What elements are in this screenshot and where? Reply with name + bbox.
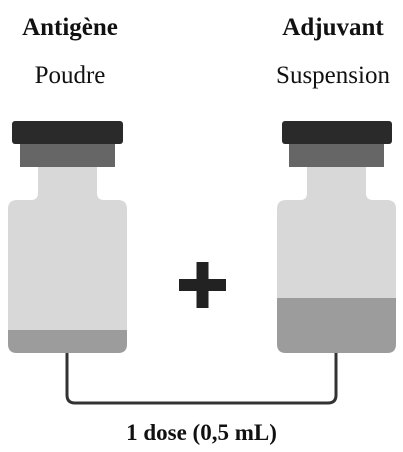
adjuvant-form-label: Suspension <box>276 62 390 89</box>
plus-icon <box>179 262 226 308</box>
antigen-vial-fill <box>8 330 127 353</box>
adjuvant-vial-fill <box>277 298 396 353</box>
antigen-vial-collar <box>20 144 115 167</box>
adjuvant-vial-collar <box>289 144 384 167</box>
dose-label: 1 dose (0,5 mL) <box>126 420 277 445</box>
antigen-vial-icon <box>8 121 127 353</box>
connector-line <box>65 350 338 405</box>
adjuvant-vial-icon <box>277 121 396 353</box>
antigen-vial-cap <box>12 121 123 144</box>
antigen-title: Antigène <box>22 14 118 41</box>
adjuvant-vial-cap <box>282 121 392 144</box>
adjuvant-title: Adjuvant <box>282 14 384 41</box>
antigen-form-label: Poudre <box>34 62 106 89</box>
antigen-vial-body <box>8 167 127 353</box>
